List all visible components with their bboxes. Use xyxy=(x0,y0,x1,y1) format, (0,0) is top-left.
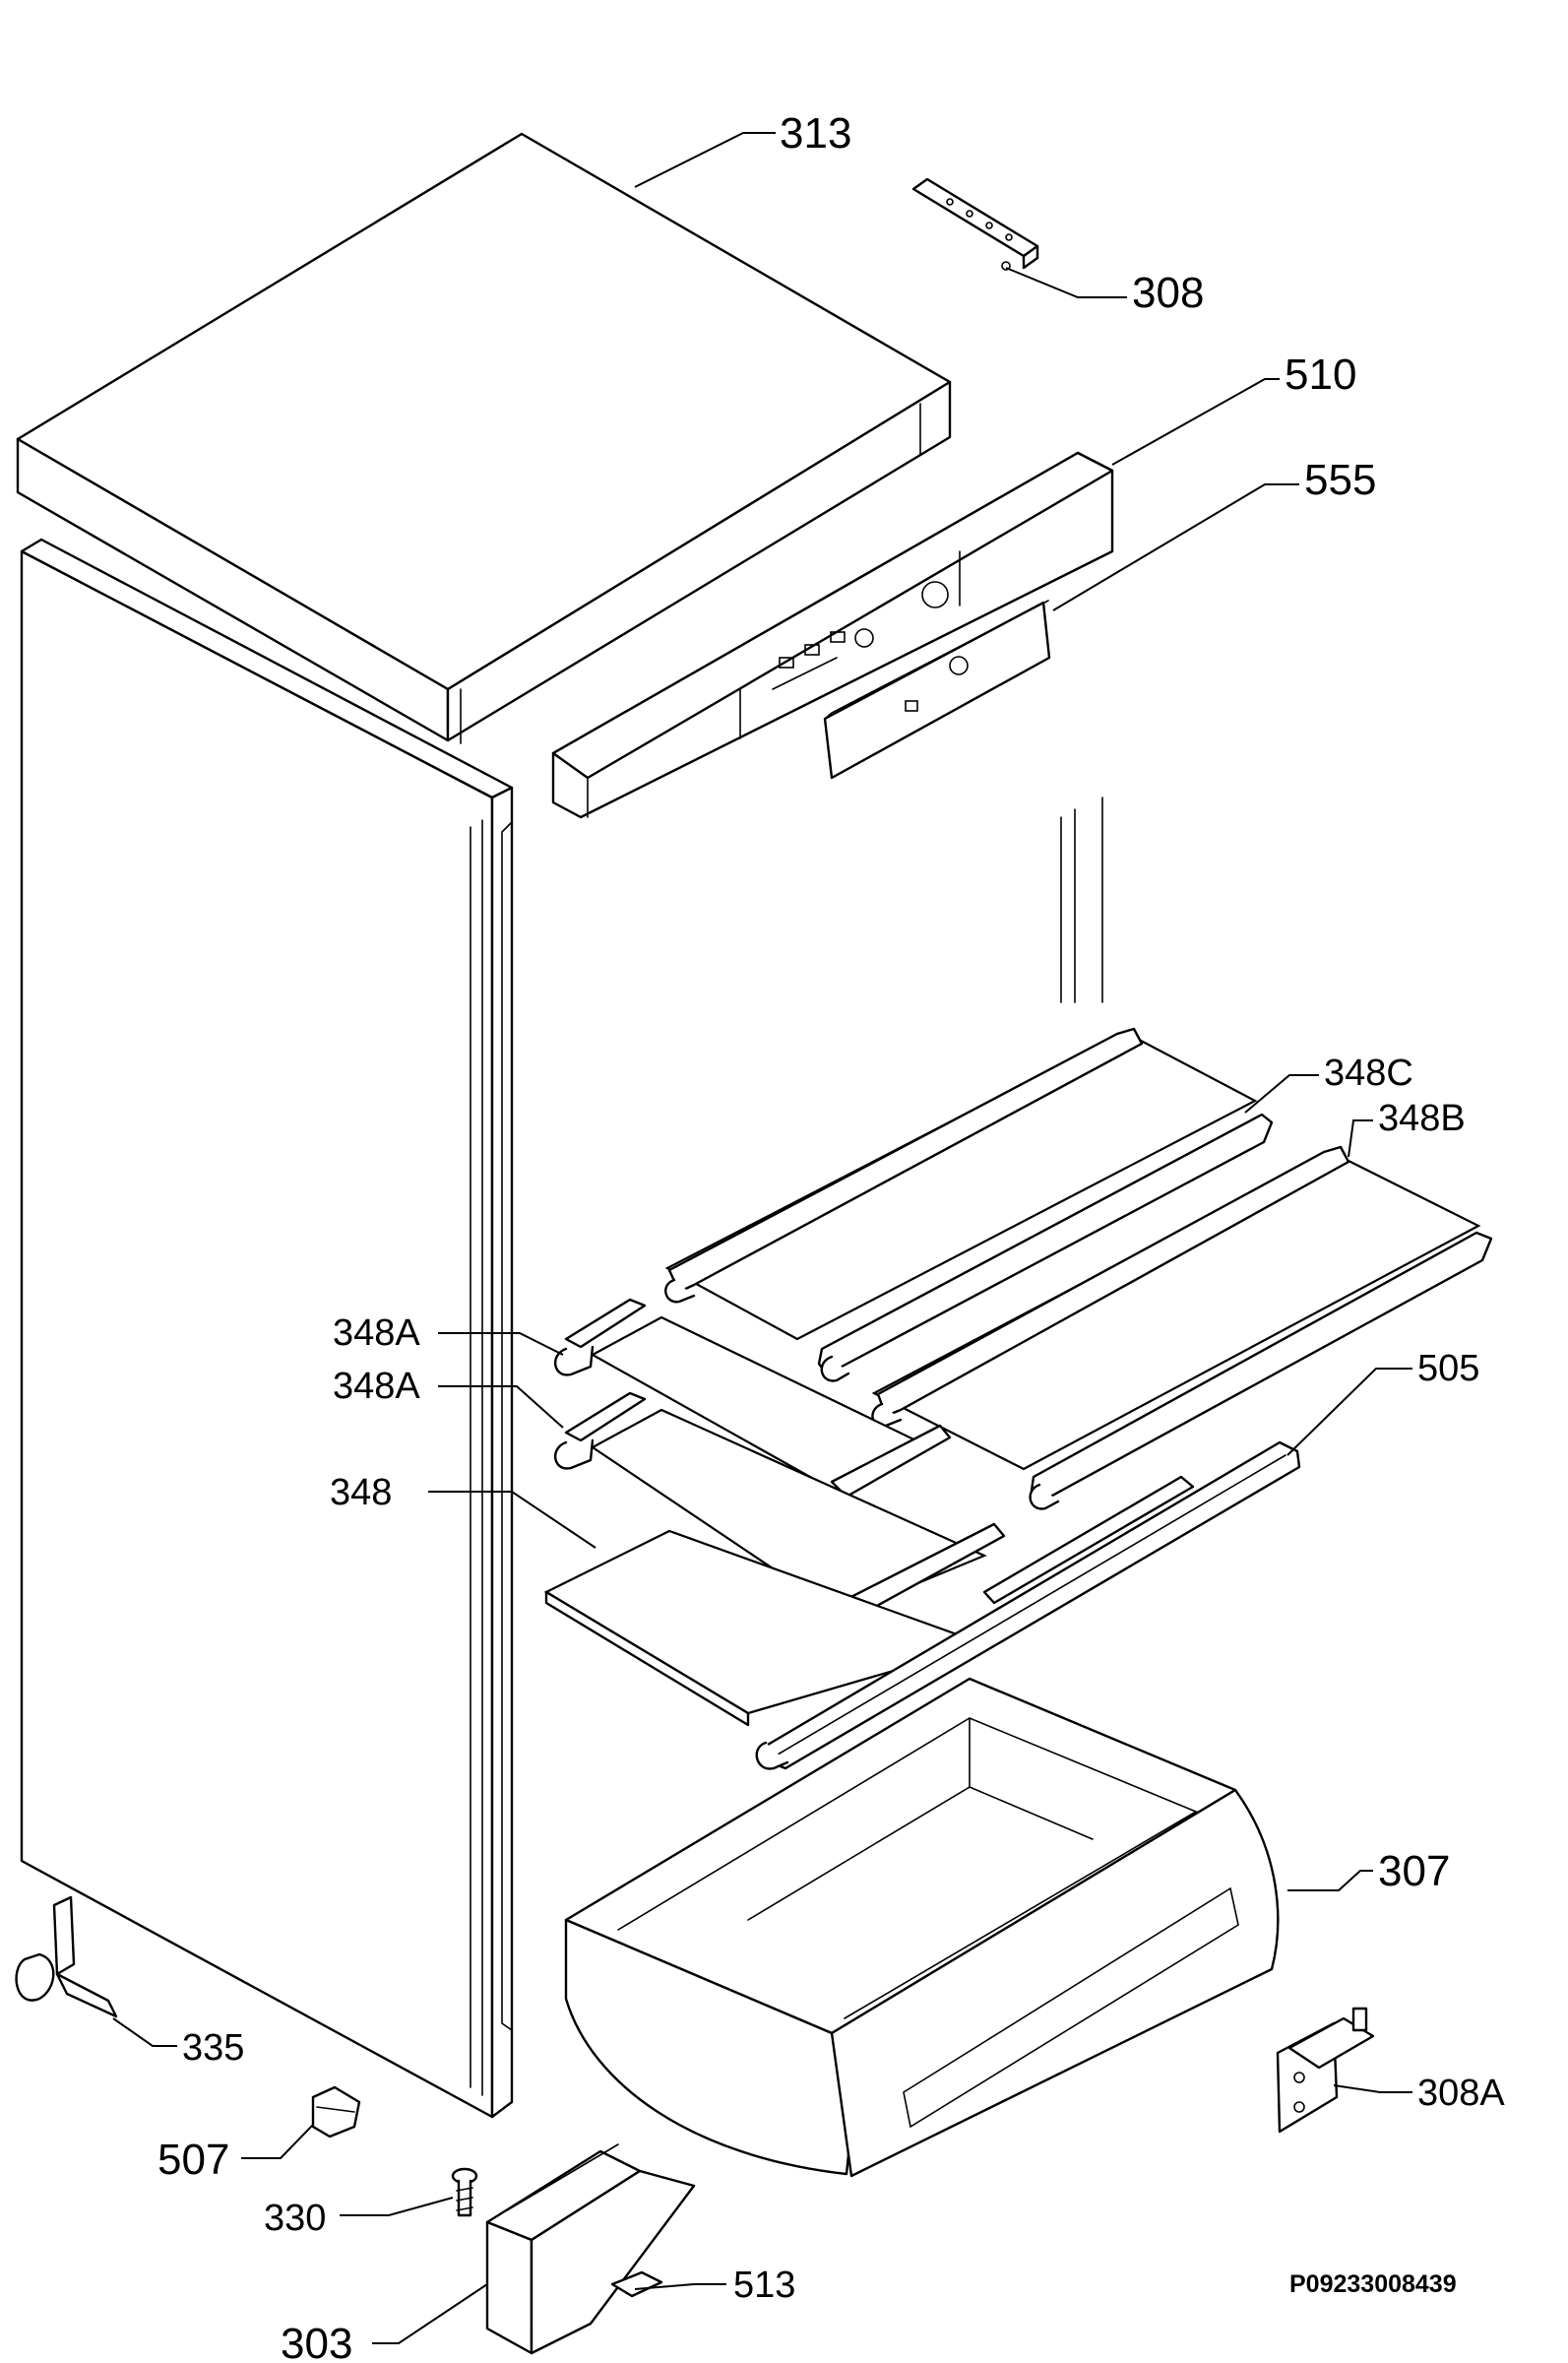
hinge-top xyxy=(911,177,1039,271)
callout-348b: 348B xyxy=(1378,1098,1466,1139)
screw xyxy=(451,2167,478,2217)
small-clip xyxy=(610,2270,663,2298)
cabinet-body xyxy=(20,538,514,2119)
clip xyxy=(311,2085,361,2139)
shelf-348a-upper xyxy=(554,1298,952,1514)
drawing-code: P09233008439 xyxy=(1289,2270,1457,2298)
callout-348a-lower: 348A xyxy=(333,1366,420,1407)
callout-307: 307 xyxy=(1378,1847,1450,1895)
foot-bracket xyxy=(15,1895,118,2018)
callout-330: 330 xyxy=(264,2198,326,2239)
callout-348a-upper: 348A xyxy=(333,1312,420,1354)
callout-510: 510 xyxy=(1285,351,1356,399)
plinth xyxy=(485,2143,696,2355)
control-panel xyxy=(551,451,1114,819)
hinge-bottom xyxy=(1276,2007,1375,2134)
top-cover xyxy=(16,132,952,744)
callout-348: 348 xyxy=(330,1472,392,1513)
callout-308: 308 xyxy=(1132,269,1204,317)
callout-313: 313 xyxy=(780,109,851,158)
callout-555: 555 xyxy=(1304,456,1376,504)
shelf-348c xyxy=(664,1027,1274,1382)
trim-strip xyxy=(755,1440,1301,1770)
callout-308a: 308A xyxy=(1417,2073,1505,2114)
control-cover xyxy=(823,600,1051,780)
shelf-348b xyxy=(871,1145,1493,1510)
leader-lines xyxy=(112,132,1412,2344)
vertical-rails xyxy=(1060,797,1103,1003)
callout-348c: 348C xyxy=(1324,1053,1413,1094)
crisper-drawer xyxy=(564,1677,1280,2178)
callout-507: 507 xyxy=(157,2136,229,2184)
callout-505: 505 xyxy=(1417,1348,1479,1389)
callout-335: 335 xyxy=(182,2027,244,2069)
callout-513: 513 xyxy=(733,2265,795,2306)
callout-labels: 313 308 510 555 348C 348B 348A 348A 505 … xyxy=(157,109,1505,2363)
callout-303: 303 xyxy=(281,2320,352,2363)
